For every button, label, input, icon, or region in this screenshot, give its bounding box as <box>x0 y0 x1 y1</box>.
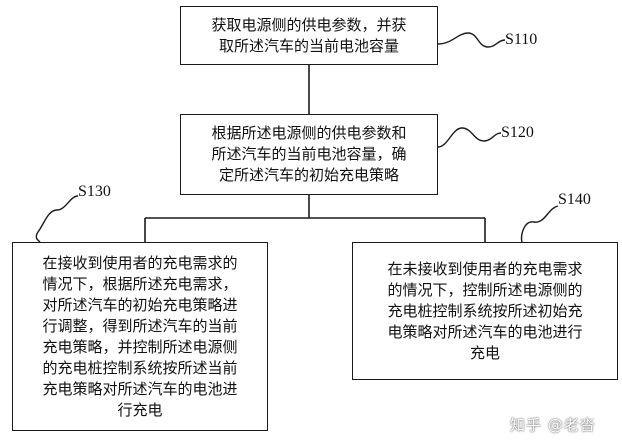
step-box-s110: 获取电源侧的供电参数，并获 取所述汽车的当前电池容量 <box>180 6 438 65</box>
watermark: 知乎 @老沓 <box>510 416 596 434</box>
leader-s120 <box>437 127 502 148</box>
step-label-s140: S140 <box>558 191 591 208</box>
leader-s110 <box>437 32 506 48</box>
step-text-s110: 获取电源侧的供电参数，并获 取所述汽车的当前电池容量 <box>211 15 407 55</box>
step-label-s110: S110 <box>505 31 538 48</box>
step-label-s130: S130 <box>78 183 111 200</box>
leader-s130 <box>35 195 79 243</box>
step-box-s120: 根据所述电源侧的供电参数和 所述汽车的当前电池容量，确 定所述汽车的初始充电策略 <box>180 114 438 195</box>
step-label-s120: S120 <box>501 124 534 141</box>
step-text-s120: 根据所述电源侧的供电参数和 所述汽车的当前电池容量，确 定所述汽车的初始充电策略 <box>211 124 407 184</box>
step-box-s140: 在未接收到使用者的充电需求 的情况下，控制所述电源侧的 充电桩控制系统按所述初始… <box>352 242 618 380</box>
leader-s140 <box>520 205 559 243</box>
step-text-s140: 在未接收到使用者的充电需求 的情况下，控制所述电源侧的 充电桩控制系统按所述初始… <box>387 259 583 362</box>
step-text-s130: 在接收到使用者的充电需求的 情况下，根据所述充电需求， 对所述汽车的初始充电策略… <box>42 253 238 419</box>
step-box-s130: 在接收到使用者的充电需求的 情况下，根据所述充电需求， 对所述汽车的初始充电策略… <box>12 242 268 431</box>
